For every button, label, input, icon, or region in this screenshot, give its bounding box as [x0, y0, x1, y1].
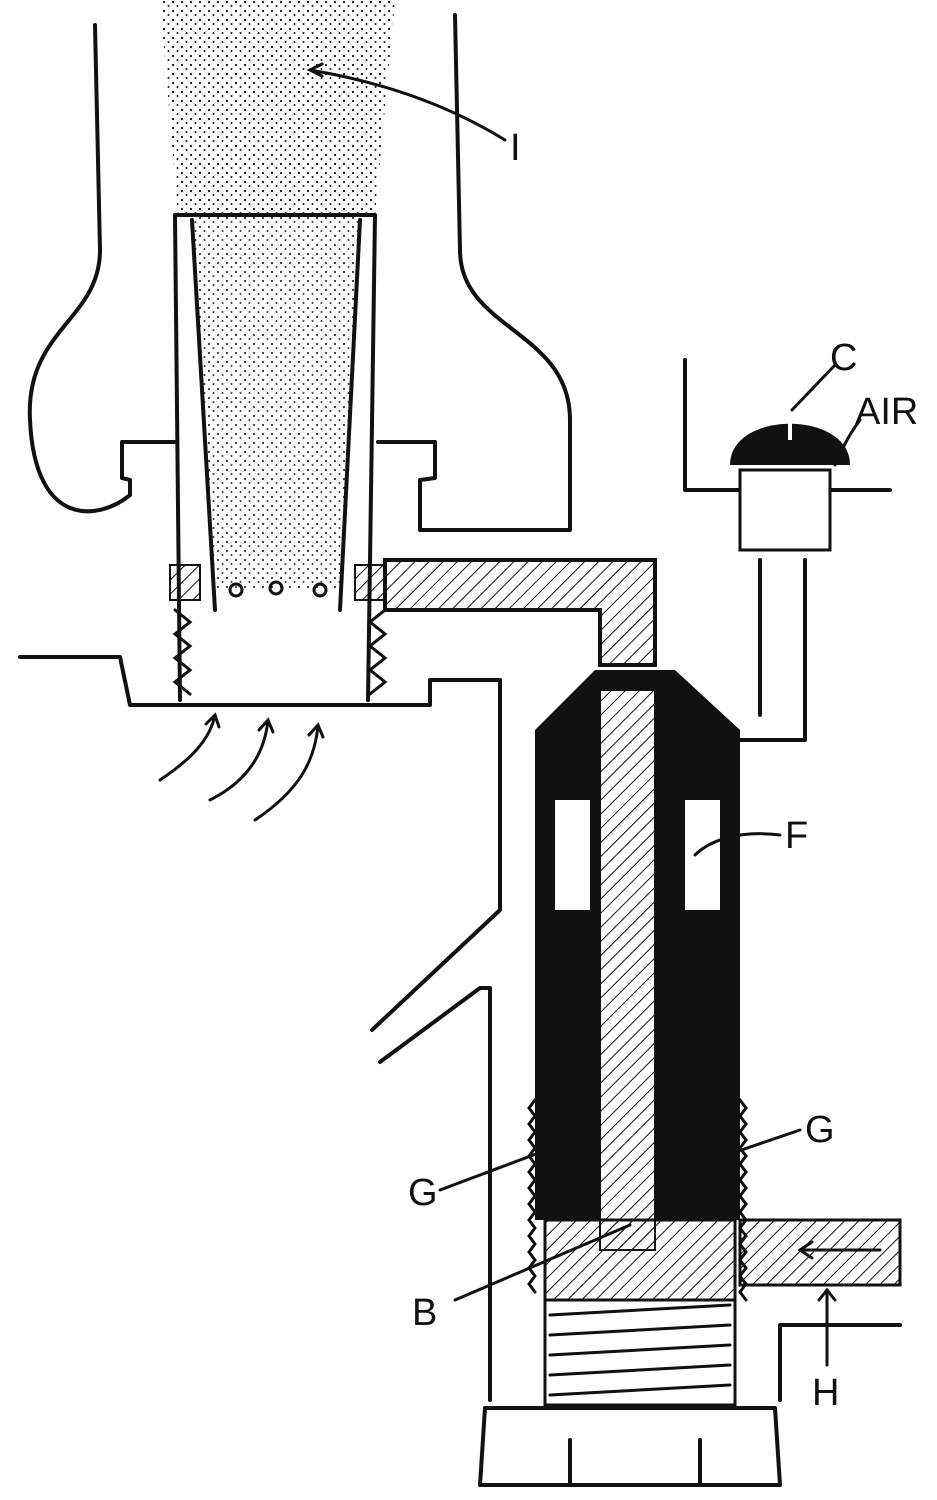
fuel-passage: [383, 558, 657, 667]
seal-left: [169, 564, 201, 601]
jet-hole: [312, 582, 328, 598]
air-bleed-pipe: [683, 358, 892, 742]
leader-G-left: [438, 1143, 562, 1192]
label-C: C: [830, 337, 857, 379]
thread-left: [172, 608, 193, 696]
label-G-left: G: [408, 1172, 438, 1214]
central-rod: [599, 689, 656, 1251]
jet-hole: [268, 580, 284, 596]
sleeve-right: [685, 910, 720, 1120]
inlet-flow-arrow: [797, 1240, 882, 1260]
inlet-body: [778, 1323, 902, 1402]
leader-B: [453, 1223, 632, 1302]
leader-I: [306, 62, 507, 142]
venturi-tube: [173, 213, 377, 702]
jet-base: [543, 1218, 737, 1302]
air-inflow-arrow: [253, 722, 325, 822]
venturi-mixture: [192, 215, 360, 590]
fuel-mixture-stream: [160, 0, 395, 215]
leader-H: [817, 1287, 837, 1367]
choke-wall-left: [27, 23, 177, 514]
choke-wall-right: [376, 13, 572, 532]
air-inflow-arrow: [158, 712, 221, 782]
fuel-inlet-pipe: [738, 1218, 902, 1287]
float-chamber-left: [555, 800, 590, 910]
plug-thread-lines: [548, 1303, 732, 1397]
air-screw-body: [738, 468, 832, 552]
nut: [478, 1406, 782, 1487]
air-screw-cap: [730, 423, 850, 465]
label-F: F: [785, 815, 808, 857]
label-H: H: [812, 1372, 839, 1414]
leader-F: [693, 832, 782, 857]
jet-hole: [228, 582, 244, 598]
air-inflow-arrow: [208, 717, 275, 802]
sleeve-left: [555, 910, 590, 1120]
carburetor-body: [18, 655, 502, 1402]
thread-right: [367, 608, 388, 696]
leader-G-right: [710, 1128, 802, 1162]
leader-air: [833, 418, 862, 467]
leader-C: [790, 363, 837, 412]
label-air: AIR: [855, 391, 918, 433]
label-I: I: [510, 127, 521, 169]
seal-right: [354, 564, 386, 601]
float-chamber-right: [685, 800, 720, 910]
label-G-right: G: [805, 1109, 835, 1151]
label-B: B: [412, 1292, 437, 1334]
